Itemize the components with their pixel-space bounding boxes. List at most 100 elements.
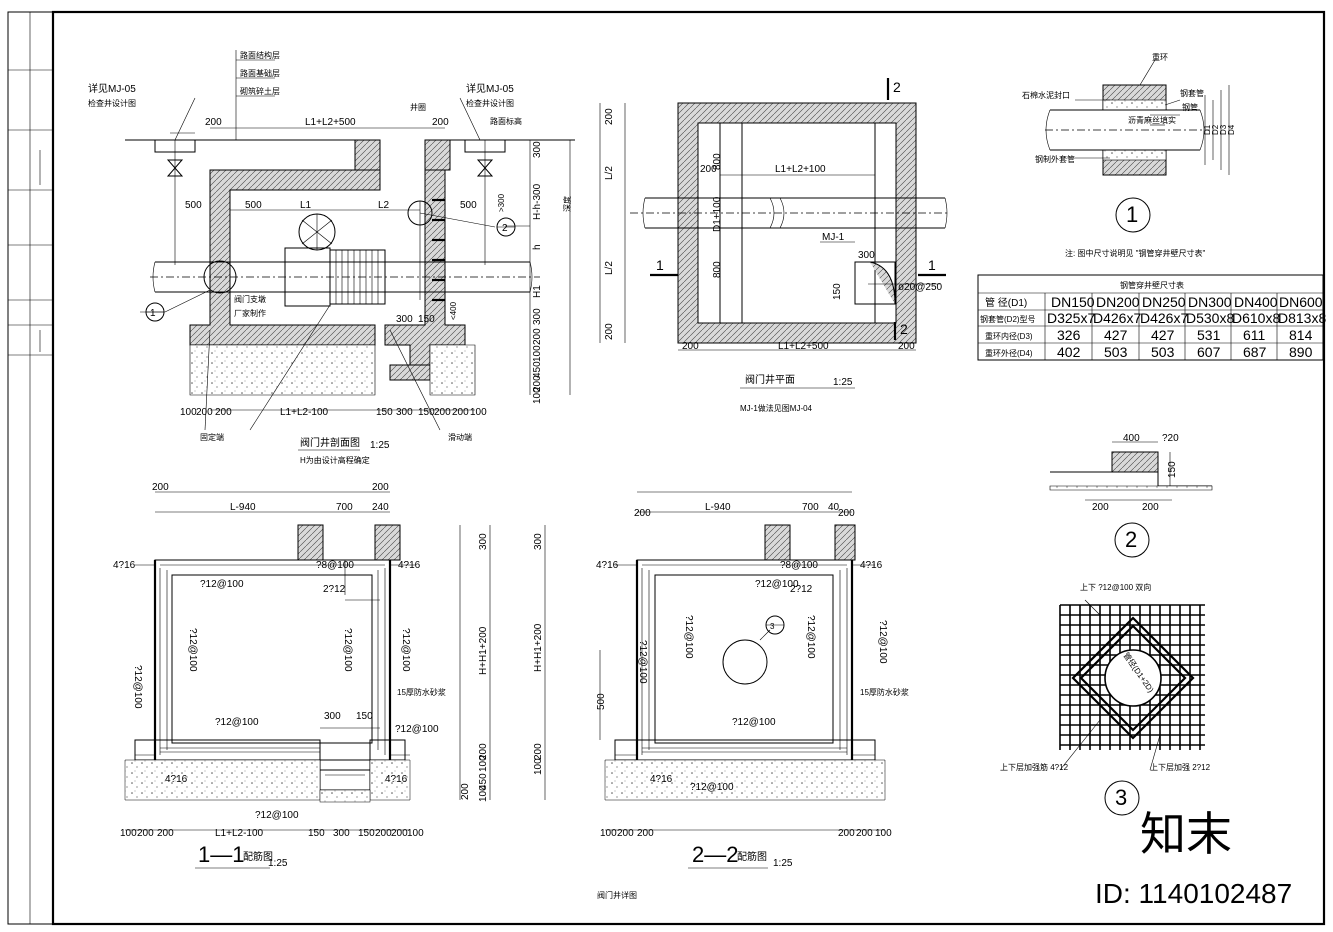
right-inspection-well xyxy=(464,139,506,265)
plan-dim-bottom-3: 200 xyxy=(898,341,915,352)
pipe-table-r2-c4: 531 xyxy=(1197,327,1221,343)
plan-cut-2-top: 2 xyxy=(893,79,901,95)
detail-2 xyxy=(1049,441,1213,558)
pipe-table xyxy=(977,274,1324,361)
detail2-dim-rebar: ?20 xyxy=(1162,433,1179,444)
detail-2-callout xyxy=(1114,522,1150,558)
section-valve-support: 阀门支墩 xyxy=(234,294,266,304)
section-callout-1-text: 1 xyxy=(150,308,156,319)
r22-label-7: ?12@100 xyxy=(683,615,694,659)
r22-label-1: 4?16 xyxy=(596,560,619,571)
plan-dim-inner-3: D1+100 xyxy=(712,196,723,232)
pipe-table-r2-label: 重环内径(D3) xyxy=(985,331,1033,341)
section-dim-right-5: 300 xyxy=(532,308,543,325)
rebar-2-2 xyxy=(544,491,886,831)
r22-pipe-hole xyxy=(722,639,768,685)
pipe-table-r2-c3: 427 xyxy=(1151,327,1175,343)
section-dim-misc-500: 500 xyxy=(185,200,202,211)
section-title: 阀门井剖面图 xyxy=(300,436,360,449)
detail3-bottom-left: 上下层加强筋 4?12 xyxy=(1000,762,1069,772)
r22-label-4: ?12@100 xyxy=(755,579,799,590)
left-inspection-well xyxy=(154,132,196,265)
r22-dim-top-5: 200 xyxy=(838,508,855,519)
section-callout-2-text: 2 xyxy=(502,223,508,234)
detail2-callout-text: 2 xyxy=(1125,527,1137,552)
section-dim-misc-3: <400 xyxy=(449,301,458,320)
pipe-table-r1-c6: D813x8 xyxy=(1278,310,1326,326)
r22-dim-left-4: 200 xyxy=(533,743,544,760)
expansion-joint xyxy=(329,249,386,305)
r22-dim-bottom-3: 200 xyxy=(637,828,654,839)
plan-hole: ø20@250 xyxy=(898,282,943,293)
r11-label-17: ?12@100 xyxy=(395,724,439,735)
detail-1 xyxy=(1045,59,1230,233)
section-dim-bottom-8: 200 xyxy=(434,407,451,418)
r22-label-11: 4?16 xyxy=(650,774,673,785)
pipe-table-header-1: DN150 xyxy=(1051,294,1095,310)
r22-dim-top-1: 200 xyxy=(634,508,651,519)
r11-label-14: 4?16 xyxy=(165,774,188,785)
pipe-table-r3-c6: 890 xyxy=(1289,344,1313,360)
r22-dim-left-2: H+H1+200 xyxy=(533,623,544,672)
section-dim-right-10: 100 xyxy=(532,387,543,404)
r11-dim-bottom-9: 200 xyxy=(391,828,408,839)
pipe-table-r3-c2: 503 xyxy=(1104,344,1128,360)
section-ref-left-sub: 检查井设计图 xyxy=(88,98,136,108)
detail3-callout-text: 3 xyxy=(1115,785,1127,810)
rebar-1-1 xyxy=(124,491,491,831)
r11-label-16: ?12@100 xyxy=(255,810,299,821)
plan-dim-left-3: L/2 xyxy=(604,261,615,275)
r22-label-9: 15厚防水砂浆 xyxy=(860,687,909,697)
r11-label-13: 150 xyxy=(356,711,373,722)
detail2-dim-height: 150 xyxy=(1167,461,1178,478)
r11-dim-top-5: 240 xyxy=(372,502,389,513)
pipe-table-r2-c5: 611 xyxy=(1243,327,1266,343)
section-ref-right: 详见MJ-05 xyxy=(466,82,514,95)
section-dim-inner-3: L2 xyxy=(378,200,390,211)
r22-dim-bottom-1: 100 xyxy=(600,828,617,839)
pipe-table-header-2: DN200 xyxy=(1096,294,1140,310)
pipe-table-header-6: DN600 xyxy=(1279,294,1323,310)
section-dim-misc-5: 深度 xyxy=(562,196,572,212)
r11-dim-bottom-8: 200 xyxy=(375,828,392,839)
plan-dim-left-1: 200 xyxy=(604,108,615,125)
plan-view xyxy=(599,78,950,351)
pipe-table-header-0: 管 径(D1) xyxy=(985,296,1027,309)
section-sleeve-left xyxy=(203,260,237,294)
section-dim-top-1: 200 xyxy=(205,117,222,128)
detail1-label-1: 重环 xyxy=(1152,52,1168,62)
pipe-table-header-5: DN400 xyxy=(1234,294,1278,310)
pipe-table-r3-label: 重环外径(D4) xyxy=(985,348,1033,358)
plan-dim-left-4: 200 xyxy=(604,323,615,340)
well-ring-right xyxy=(424,139,451,171)
r22-label-10: ?12@100 xyxy=(732,717,776,728)
plan-dim-inner-1: 800 xyxy=(712,153,723,170)
section-fixed-end: 固定端 xyxy=(200,432,224,442)
section-dim-right-9: 200 xyxy=(532,375,543,392)
r11-dim-bottom-6: 300 xyxy=(333,828,350,839)
r22-dim-left-5: 100 xyxy=(533,758,544,775)
plan-note: MJ-1做法见图MJ-04 xyxy=(740,403,813,413)
r11-dim-bottom-10: 100 xyxy=(407,828,424,839)
r11-dim-right-1: 300 xyxy=(478,533,489,550)
r11-dim-right-6: 100 xyxy=(478,785,489,802)
r11-dim-bottom-4: L1+L2-100 xyxy=(215,828,264,839)
section-dim-top-3: 200 xyxy=(432,117,449,128)
pipe-table-r2-c1: 326 xyxy=(1057,327,1081,343)
section-dim-misc-1: 300 xyxy=(396,314,413,325)
section-dim-bottom-10: 100 xyxy=(470,407,487,418)
pipe-table-r2-c6: 814 xyxy=(1289,327,1313,343)
r11-dim-bottom-7: 150 xyxy=(358,828,375,839)
pipe-table-r1-c3: D426x7 xyxy=(1140,310,1188,326)
pipe-table-r1-c2: D426x7 xyxy=(1093,310,1141,326)
r22-label-2: 4?16 xyxy=(860,560,883,571)
section-dim-right-2: H-h-300 xyxy=(532,183,543,220)
r22-dim-bottom-5: 200 xyxy=(856,828,873,839)
section-dim-misc-2: 150 xyxy=(418,314,435,325)
r22-label-3: ?8@100 xyxy=(780,560,818,571)
r11-label-8: ?12@100 xyxy=(342,628,353,672)
section-dim-right-3: h xyxy=(532,244,543,250)
plan-cut-1-right: 1 xyxy=(928,257,936,273)
pipe-table-header-4: DN300 xyxy=(1188,294,1232,310)
detail1-callout-text: 1 xyxy=(1126,202,1138,227)
